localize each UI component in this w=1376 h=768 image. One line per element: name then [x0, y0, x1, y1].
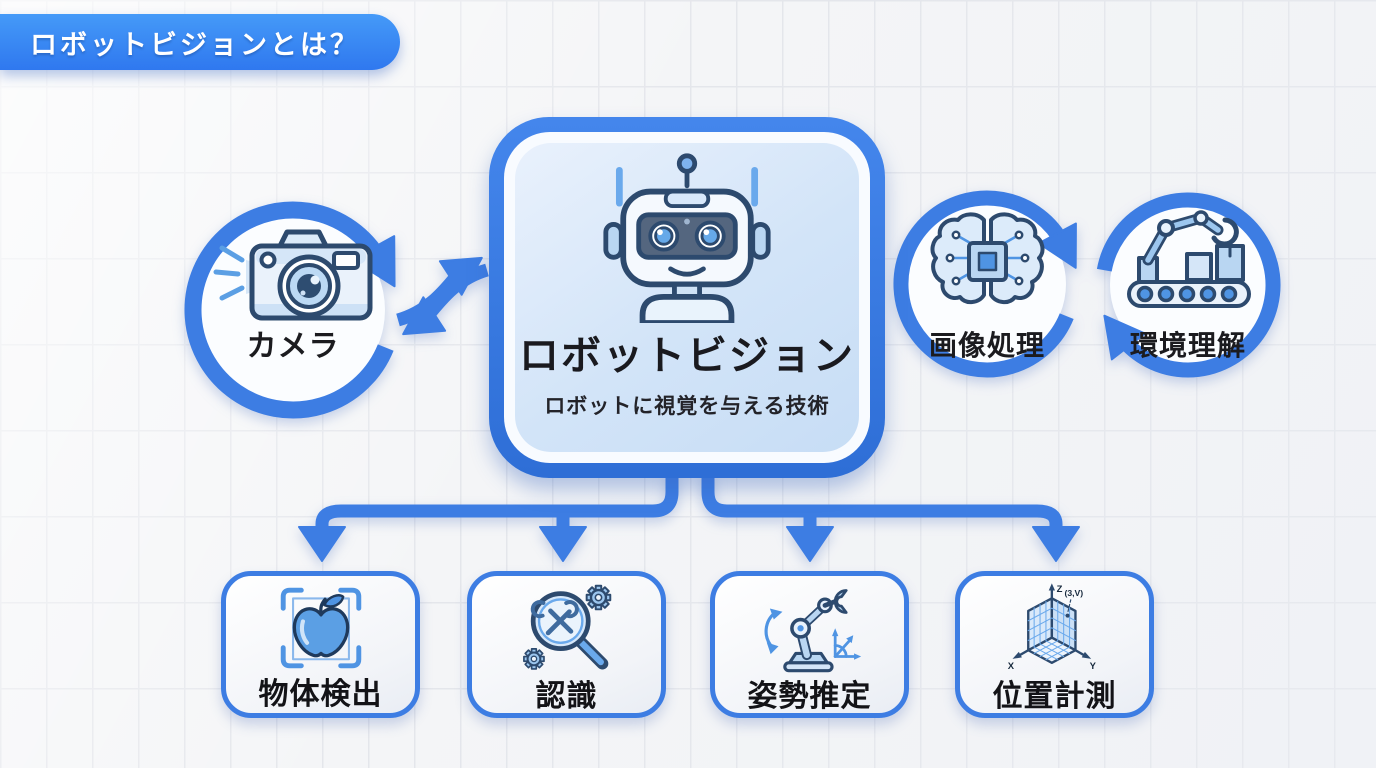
environment-arrowhead: [1103, 314, 1146, 361]
magnifier-tools-icon: [522, 584, 611, 670]
image-processing-node: [925, 206, 1050, 319]
ai-brain-chip-icon: [930, 212, 1045, 304]
coordinate-grid-3d-icon: Z X Y (3,V): [1007, 583, 1096, 672]
object-detection-label: 物体検出: [258, 678, 383, 711]
center-title: ロボットビジョン: [519, 334, 855, 378]
arrowhead-object-detection: [298, 526, 346, 562]
camera-icon: [213, 229, 373, 321]
branch-right-connector: [701, 472, 1063, 531]
camera-cycle-arrowhead: [351, 235, 396, 288]
arrowhead-recognition: [539, 526, 587, 562]
center-subtitle: ロボットに視覚を与える技術: [544, 395, 830, 418]
node-object-detection: 物体検出: [221, 571, 420, 718]
pose-estimation-icon-wrap: [758, 581, 862, 677]
center-node: ロボットビジョン ロボットに視覚を与える技術: [489, 117, 885, 478]
center-node-frame: ロボットビジョン ロボットに視覚を与える技術: [504, 132, 870, 463]
pose-estimation-label: 姿勢推定: [747, 680, 872, 713]
image-processing-label: 画像処理: [928, 330, 1045, 361]
environment-node: [1121, 202, 1256, 319]
title-badge: ロボットビジョンとは？: [0, 14, 400, 70]
to-center-arrowhead: [438, 256, 483, 296]
recognition-label: 認識: [535, 680, 598, 713]
recognition-icon-wrap: [519, 581, 615, 677]
robot-face-icon: [603, 153, 771, 323]
center-node-panel: ロボットビジョン ロボットに視覚を与える技術: [515, 143, 859, 452]
node-position-measurement: Z X Y (3,V) 位置計測: [955, 571, 1154, 718]
robot-arm-axes-icon: [764, 589, 861, 673]
arrowhead-pose-estimation: [786, 526, 834, 562]
robot-arm-conveyor-icon: [1127, 210, 1251, 308]
branch-left-connector: [315, 472, 679, 531]
z-axis-label: Z: [1056, 584, 1062, 595]
point-annotation: (3,V): [1064, 588, 1083, 598]
image-processing-cycle-arrow: [893, 190, 1074, 378]
environment-label: 環境理解: [1129, 330, 1246, 361]
camera-node: [212, 220, 377, 330]
position-measurement-icon-wrap: Z X Y (3,V): [1003, 581, 1107, 677]
to-camera-arrowhead: [402, 296, 447, 336]
position-measurement-label: 位置計測: [992, 680, 1117, 713]
arrowhead-position-measurement: [1032, 526, 1080, 562]
apple-detection-frame-icon: [280, 587, 361, 669]
object-detection-icon-wrap: [275, 581, 367, 675]
node-recognition: 認識: [467, 571, 666, 718]
x-axis-label: X: [1007, 661, 1014, 672]
title-badge-label: ロボットビジョンとは？: [30, 29, 360, 60]
y-axis-label: Y: [1089, 661, 1096, 672]
camera-cycle-arrow: [184, 201, 394, 419]
image-processing-arrowhead: [1037, 222, 1077, 269]
camera-label: カメラ: [246, 330, 340, 363]
node-pose-estimation: 姿勢推定: [710, 571, 909, 718]
environment-cycle-arrow: [1096, 192, 1281, 378]
